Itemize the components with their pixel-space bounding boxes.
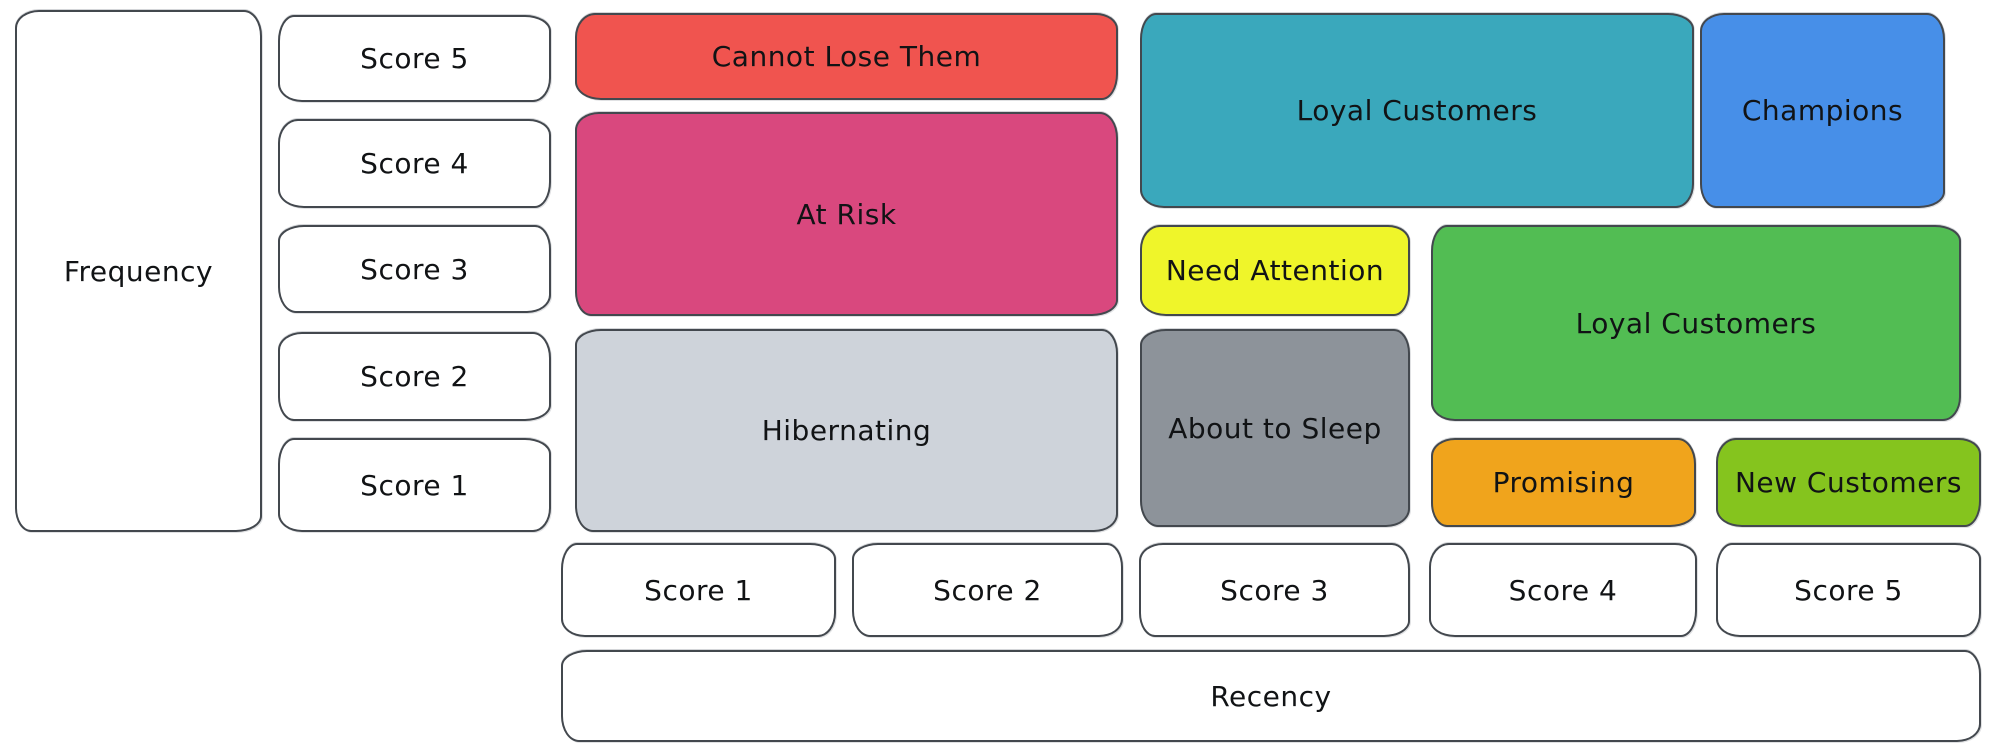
segment-label: Hibernating bbox=[761, 414, 932, 447]
recency-score-4-text: Score 4 bbox=[1508, 573, 1618, 607]
segment-loyal-customers-top: Loyal Customers bbox=[1140, 13, 1694, 208]
frequency-score-1-text: Score 1 bbox=[360, 468, 469, 502]
frequency-score-3-text: Score 3 bbox=[360, 252, 469, 286]
frequency-score-2: Score 2 bbox=[278, 332, 551, 421]
frequency-score-5: Score 5 bbox=[278, 15, 551, 102]
frequency-score-4-text: Score 4 bbox=[360, 147, 469, 180]
segment-loyal-customers-mid: Loyal Customers bbox=[1431, 225, 1961, 421]
frequency-score-1: Score 1 bbox=[278, 438, 551, 532]
recency-score-3: Score 3 bbox=[1139, 543, 1410, 637]
frequency-axis-label: Frequency bbox=[15, 10, 262, 532]
frequency-score-5-text: Score 5 bbox=[360, 42, 469, 75]
segment-label: About to Sleep bbox=[1168, 411, 1382, 445]
segment-label: New Customers bbox=[1734, 466, 1963, 499]
segment-cannot-lose-them: Cannot Lose Them bbox=[575, 13, 1118, 100]
segment-label: Loyal Customers bbox=[1296, 94, 1538, 127]
segment-champions: Champions bbox=[1700, 13, 1945, 208]
frequency-score-4: Score 4 bbox=[278, 119, 551, 208]
segment-label: Champions bbox=[1741, 94, 1904, 127]
segment-label: Promising bbox=[1492, 466, 1635, 499]
recency-score-3-text: Score 3 bbox=[1220, 573, 1329, 607]
segment-about-to-sleep: About to Sleep bbox=[1140, 329, 1410, 527]
segment-label: At Risk bbox=[796, 197, 897, 231]
segment-hibernating: Hibernating bbox=[575, 329, 1118, 532]
segment-label: Cannot Lose Them bbox=[711, 40, 982, 73]
recency-score-5-text: Score 5 bbox=[1794, 573, 1903, 607]
recency-score-5: Score 5 bbox=[1716, 543, 1981, 637]
frequency-score-3: Score 3 bbox=[278, 225, 551, 313]
segment-promising: Promising bbox=[1431, 438, 1696, 527]
recency-score-2-text: Score 2 bbox=[933, 573, 1042, 607]
recency-score-4: Score 4 bbox=[1429, 543, 1697, 637]
frequency-score-2-text: Score 2 bbox=[360, 360, 469, 393]
segment-new-customers: New Customers bbox=[1716, 438, 1981, 527]
recency-score-2: Score 2 bbox=[852, 543, 1123, 637]
segment-at-risk: At Risk bbox=[575, 112, 1118, 316]
recency-axis-label: Recency bbox=[561, 650, 1981, 742]
recency-axis-label-text: Recency bbox=[1210, 679, 1332, 713]
segment-label: Need Attention bbox=[1165, 254, 1385, 287]
recency-score-1: Score 1 bbox=[561, 543, 836, 637]
recency-score-1-text: Score 1 bbox=[644, 573, 753, 607]
frequency-axis-label-text: Frequency bbox=[63, 254, 214, 288]
segment-need-attention: Need Attention bbox=[1140, 225, 1410, 316]
segment-label: Loyal Customers bbox=[1575, 306, 1817, 340]
